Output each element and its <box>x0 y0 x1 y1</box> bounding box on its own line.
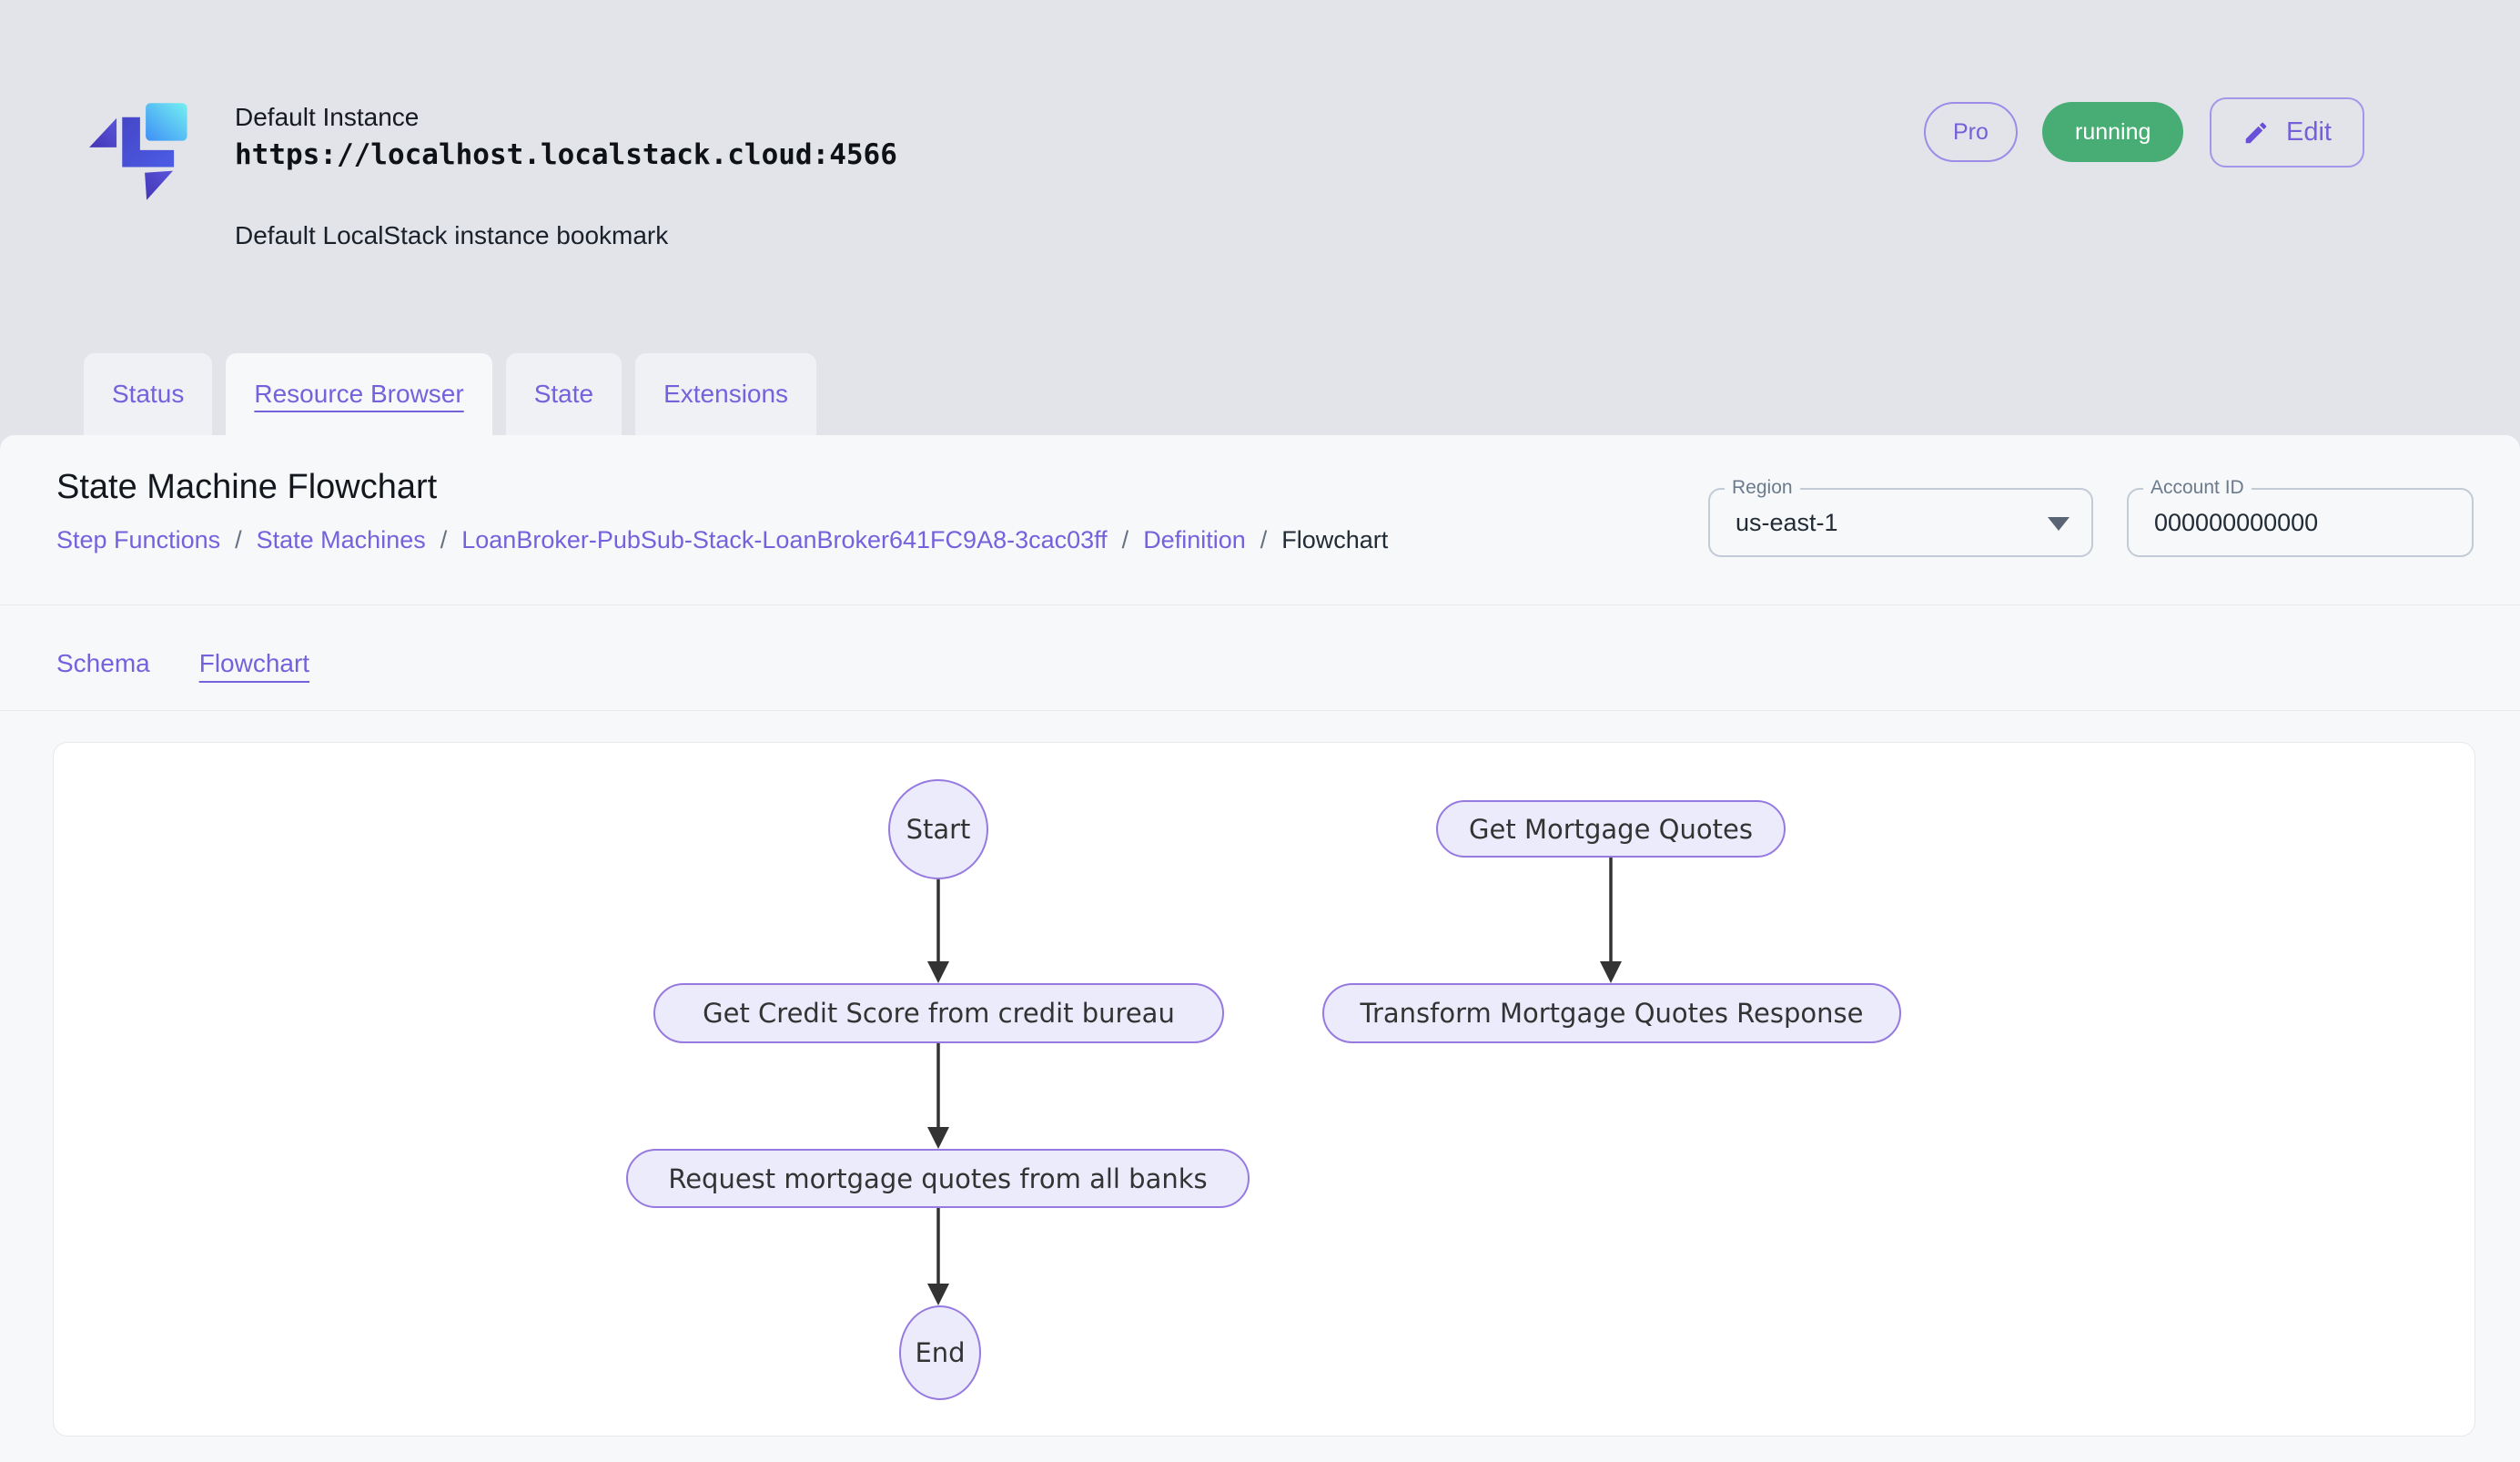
breadcrumb-state-machines[interactable]: State Machines <box>256 526 426 553</box>
instance-url: https://localhost.localstack.cloud:4566 <box>235 138 897 171</box>
breadcrumb-state-machine-id[interactable]: LoanBroker-PubSub-Stack-LoanBroker641FC9… <box>461 526 1108 553</box>
divider <box>0 710 2520 711</box>
breadcrumb-definition[interactable]: Definition <box>1143 526 1246 553</box>
instance-name: Default Instance <box>235 103 420 131</box>
breadcrumb-step-functions[interactable]: Step Functions <box>56 526 221 553</box>
breadcrumb-separator: / <box>440 526 448 553</box>
flow-node-transform-response: Transform Mortgage Quotes Response <box>1322 983 1901 1043</box>
tab-extensions[interactable]: Extensions <box>635 353 817 435</box>
breadcrumb: Step Functions / State Machines / LoanBr… <box>56 526 1388 554</box>
edit-button[interactable]: Edit <box>2210 97 2364 168</box>
divider <box>0 604 2520 605</box>
view-tab-bar: Schema Flowchart <box>56 628 309 699</box>
tab-flowchart[interactable]: Flowchart <box>198 649 310 677</box>
account-id-field: Account ID <box>2127 477 2474 557</box>
region-select-label: Region <box>1725 477 1800 499</box>
region-select[interactable]: Region us-east-1 <box>1708 477 2093 557</box>
status-badge: running <box>2042 102 2184 162</box>
region-select-value: us-east-1 <box>1736 508 1838 536</box>
main-tab-bar: Status Resource Browser State Extensions <box>84 353 817 435</box>
pencil-icon <box>2245 122 2267 143</box>
edit-button-label: Edit <box>2286 117 2332 147</box>
breadcrumb-separator: / <box>235 526 242 553</box>
tab-state[interactable]: State <box>505 353 622 435</box>
flow-node-request-quotes: Request mortgage quotes from all banks <box>626 1149 1250 1208</box>
pro-badge: Pro <box>1924 102 2018 162</box>
breadcrumb-separator: / <box>1260 526 1268 553</box>
chevron-down-icon <box>2048 517 2070 531</box>
flow-node-end: End <box>899 1305 981 1400</box>
flow-node-start: Start <box>888 779 988 879</box>
flowchart-edges <box>927 858 1622 1305</box>
breadcrumb-separator: / <box>1121 526 1129 553</box>
instance-description: Default LocalStack instance bookmark <box>235 221 669 249</box>
localstack-logo <box>89 103 187 200</box>
flowchart-card: Start Get Credit Score from credit burea… <box>53 742 2475 1437</box>
tab-resource-browser[interactable]: Resource Browser <box>226 353 492 435</box>
tab-schema[interactable]: Schema <box>56 649 150 677</box>
flow-node-get-credit-score: Get Credit Score from credit bureau <box>653 983 1224 1043</box>
flow-node-get-mortgage-quotes: Get Mortgage Quotes <box>1436 800 1786 858</box>
resource-browser-panel: State Machine Flowchart Step Functions /… <box>0 435 2520 1462</box>
account-id-input[interactable] <box>2154 490 2427 555</box>
tab-status[interactable]: Status <box>84 353 213 435</box>
breadcrumb-flowchart: Flowchart <box>1281 526 1389 553</box>
page-title: State Machine Flowchart <box>56 468 438 506</box>
